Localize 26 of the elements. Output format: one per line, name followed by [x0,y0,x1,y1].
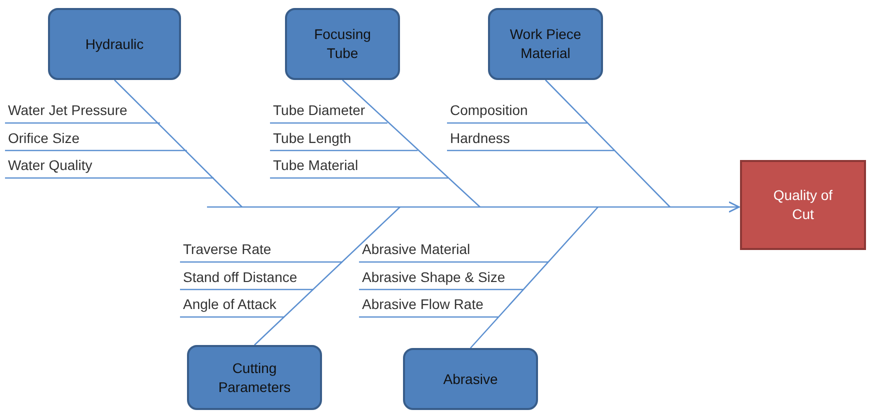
bone-line [114,80,242,208]
cause-label: Hardness [450,130,510,146]
category-box: Focusing Tube [285,8,400,80]
cause-label: Tube Diameter [273,102,366,118]
cause-label: Water Jet Pressure [8,102,128,118]
cause-label: Composition [450,102,528,118]
category-box: Work Piece Material [488,8,603,80]
category-box: Hydraulic [48,8,181,80]
bone-line [254,206,400,346]
cause-label: Angle of Attack [183,296,276,312]
bone-line [470,206,598,348]
cause-label: Traverse Rate [183,241,272,257]
category-box: Abrasive [403,348,538,410]
bone-line [545,80,670,208]
bone-line [342,80,480,208]
cause-label: Abrasive Material [362,241,470,257]
cause-label: Tube Material [273,157,358,173]
spine-arrow [207,201,740,213]
cause-label: Stand off Distance [183,268,298,284]
cause-label: Orifice Size [8,130,80,146]
cause-label: Tube Length [273,130,352,146]
cause-label: Abrasive Shape & Size [362,268,506,284]
cause-label: Abrasive Flow Rate [362,296,484,312]
cause-label: Water Quality [8,157,92,173]
category-box: Cutting Parameters [187,345,322,410]
effect-box: Quality of Cut [740,160,866,250]
